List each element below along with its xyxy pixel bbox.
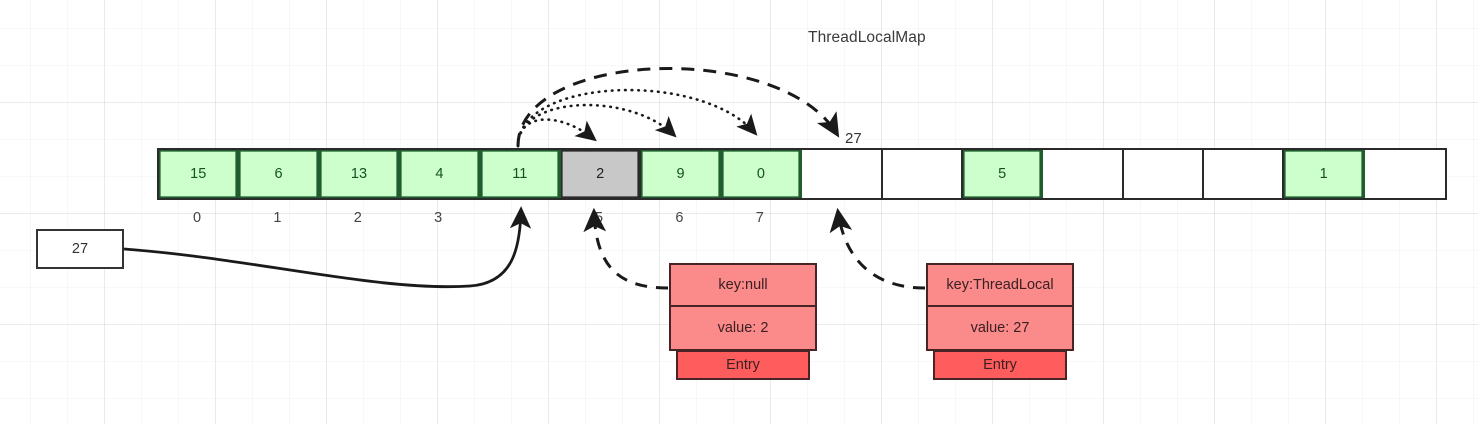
array-index-label-7: 7 [755, 210, 764, 226]
entry-threadlocal-link-to-slot8 [829, 207, 926, 290]
probe-arc-4-to-5 [516, 118, 597, 148]
array-cell-12 [1123, 150, 1205, 198]
array-cell-5: 2 [560, 150, 642, 198]
probe-arc-4-to-7 [516, 88, 758, 148]
entry-key-row: key:ThreadLocal [926, 263, 1074, 307]
entry-card-threadlocal: key:ThreadLocal value: 27 Entry [926, 263, 1074, 380]
diagram-title: ThreadLocalMap [808, 29, 926, 46]
array-index-label-3: 3 [434, 210, 443, 226]
insert-arc-4-to-8 [516, 67, 840, 147]
array-cell-13 [1204, 150, 1285, 198]
entry-key-row: key:null [669, 263, 817, 307]
array-index-label-2: 2 [353, 210, 362, 226]
array-cell-1: 6 [239, 150, 320, 198]
array-index-label-5: 5 [594, 210, 604, 226]
array-cell-2: 13 [319, 150, 401, 198]
array-index-label-4: 4 [514, 210, 523, 226]
entry-footer-label: Entry [676, 350, 810, 380]
array-index-label-1: 1 [273, 210, 282, 226]
input-value-box: 27 [36, 229, 124, 269]
array-cell-0: 15 [159, 150, 240, 198]
array-cell-6: 9 [641, 150, 722, 198]
array-index-label-6: 6 [675, 210, 684, 226]
array-cell-4: 11 [480, 150, 561, 198]
array-cell-9 [882, 150, 963, 198]
array-cell-3: 4 [400, 150, 481, 198]
array-index-label-0: 0 [192, 210, 202, 226]
probe-arc-4-to-6 [516, 103, 677, 148]
entry-card-null: key:null value: 2 Entry [669, 263, 817, 380]
slot8-value-label: 27 [845, 130, 862, 147]
entry-value-row: value: 27 [926, 307, 1074, 351]
array-cell-11 [1043, 150, 1124, 198]
array-cell-7: 0 [721, 150, 803, 198]
array-cell-14: 1 [1284, 150, 1365, 198]
array-cell-8 [802, 150, 883, 198]
entry-footer-label: Entry [933, 350, 1067, 380]
entry-value-row: value: 2 [669, 307, 817, 351]
array-cell-10: 5 [962, 150, 1044, 198]
array-cell-15 [1364, 150, 1446, 198]
